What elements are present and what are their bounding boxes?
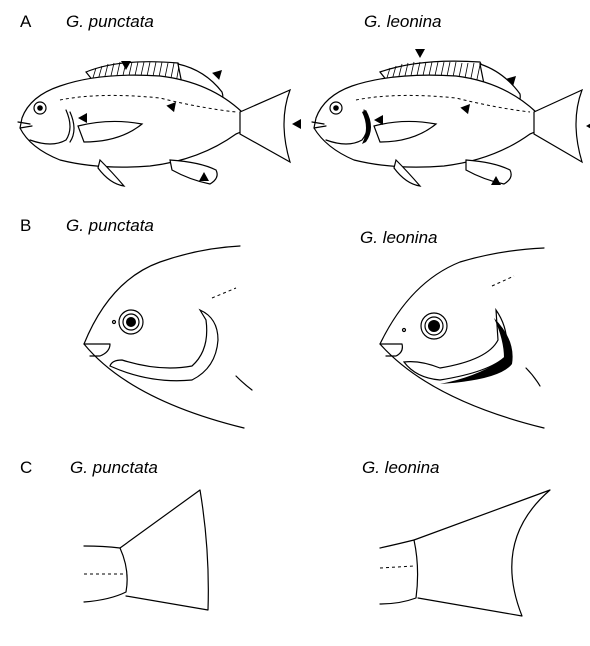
caudal-fin xyxy=(240,90,290,162)
anal-fin xyxy=(170,160,217,184)
caudal-fin xyxy=(120,490,208,610)
head-b-left xyxy=(84,246,252,428)
mouth xyxy=(84,344,110,356)
fish-a-left xyxy=(18,61,301,186)
pectoral-base xyxy=(236,376,252,390)
caudal-c-right xyxy=(380,490,550,616)
fish-a-right xyxy=(312,49,590,186)
caudal-c-left xyxy=(84,490,208,610)
head-b-right xyxy=(380,248,544,428)
